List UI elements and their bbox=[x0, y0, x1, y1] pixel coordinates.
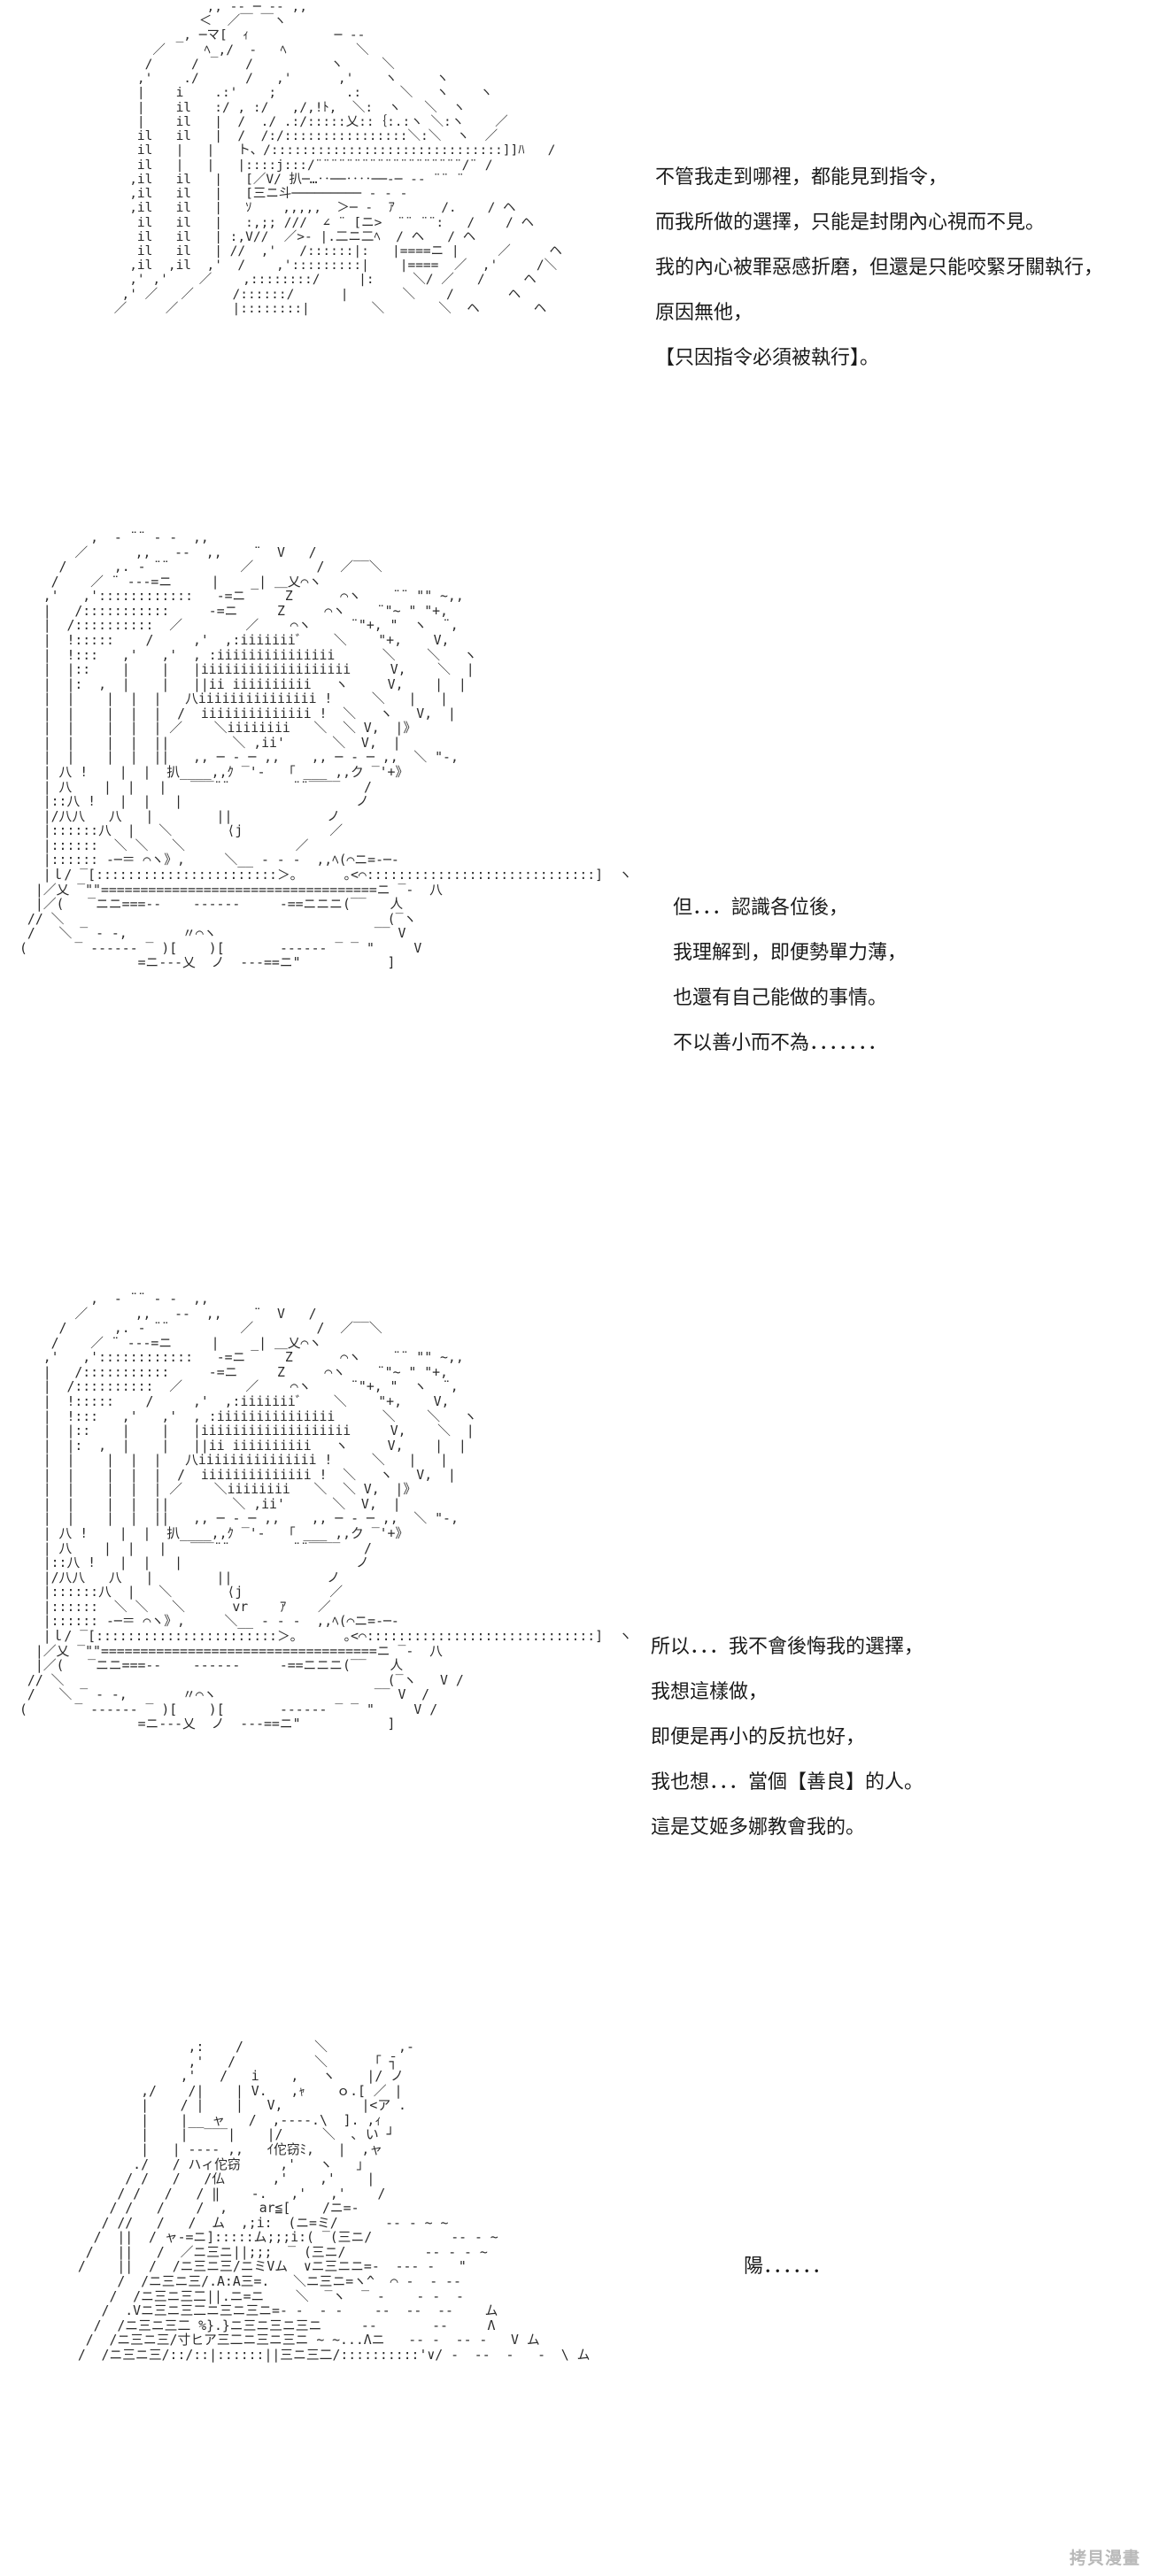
ascii-art-figure: ,, -‐ ─ ‐- ,, ＜ ／￣ ￣ヽ _, ─マ[ ｨ ─ ‐‐ ／ ﾍ_… bbox=[113, 0, 562, 316]
comic-panel-3: , ‐ ¨¨ ‐ ‐ ,, ／ ,, ‐‐ ,, ¨ V / / ,. ‐ ¨¨… bbox=[0, 1275, 1151, 2036]
dialogue-block: 所以．．．我不會後悔我的選擇， 我想這樣做， 即便是再小的反抗也好， 我也想．．… bbox=[651, 1624, 923, 1850]
dialogue-line: 即便是再小的反抗也好， bbox=[651, 1726, 866, 1748]
dialogue-line: 我也想．．．當個【善良】的人。 bbox=[651, 1771, 924, 1793]
watermark: 拷貝漫畫 bbox=[1069, 2549, 1140, 2568]
dialogue-line: 也還有自己能做的事情。 bbox=[673, 987, 888, 1009]
dialogue-line: 我的內心被罪惡感折磨，但還是只能咬緊牙關執行， bbox=[655, 257, 1104, 279]
ascii-art-face: , ‐ ¨¨ ‐ ‐ ,, ／ ,, ‐‐ ,, ¨ V / / ,. ‐ ¨¨… bbox=[19, 1292, 632, 1732]
dialogue-line: 陽．．．．．． bbox=[744, 2256, 832, 2278]
comic-panel-2: , ‐ ¨¨ ‐ ‐ ,, ／ ,, ‐‐ ,, ¨ V / / ,. ‐ ¨¨… bbox=[0, 513, 1151, 1275]
ascii-art-figure: ,: / ＼ ,‐ ,' / ＼ ｢ ̄┐ ,' / i , ヽ |/ ノ ,/… bbox=[77, 2040, 591, 2363]
dialogue-line: 我想這樣做， bbox=[651, 1681, 769, 1703]
dialogue-line: 但．．．認識各位後， bbox=[673, 897, 849, 919]
dialogue-block: 但．．．認識各位後， 我理解到，即便勢單力薄， 也還有自己能做的事情。 不以善小… bbox=[673, 885, 907, 1066]
dialogue-line: 原因無他， bbox=[655, 302, 753, 324]
comic-panel-1: ,, -‐ ─ ‐- ,, ＜ ／￣ ￣ヽ _, ─マ[ ｨ ─ ‐‐ ／ ﾍ_… bbox=[0, 0, 1151, 513]
dialogue-line: 不以善小而不為．．．．．．． bbox=[673, 1032, 888, 1054]
dialogue-block: 陽．．．．．． bbox=[744, 2244, 831, 2289]
dialogue-line: 【只因指令必須被執行】。 bbox=[655, 347, 880, 369]
ascii-art-face: , ‐ ¨¨ ‐ ‐ ,, ／ ,, ‐‐ ,, ¨ V / / ,. ‐ ¨¨… bbox=[19, 530, 632, 971]
dialogue-line: 所以．．．我不會後悔我的選擇， bbox=[651, 1636, 924, 1658]
dialogue-line: 我理解到，即便勢單力薄， bbox=[673, 942, 908, 964]
dialogue-line: 不管我走到哪裡，都能見到指令， bbox=[655, 166, 948, 189]
comic-panel-4: ,: / ＼ ,‐ ,' / ＼ ｢ ̄┐ ,' / i , ヽ |/ ノ ,/… bbox=[0, 2036, 1151, 2576]
dialogue-line: 而我所做的選擇，只能是封閉內心視而不見。 bbox=[655, 212, 1046, 234]
dialogue-block: 不管我走到哪裡，都能見到指令， 而我所做的選擇，只能是封閉內心視而不見。 我的內… bbox=[655, 155, 1103, 381]
dialogue-line: 這是艾姬多娜教會我的。 bbox=[651, 1816, 866, 1839]
